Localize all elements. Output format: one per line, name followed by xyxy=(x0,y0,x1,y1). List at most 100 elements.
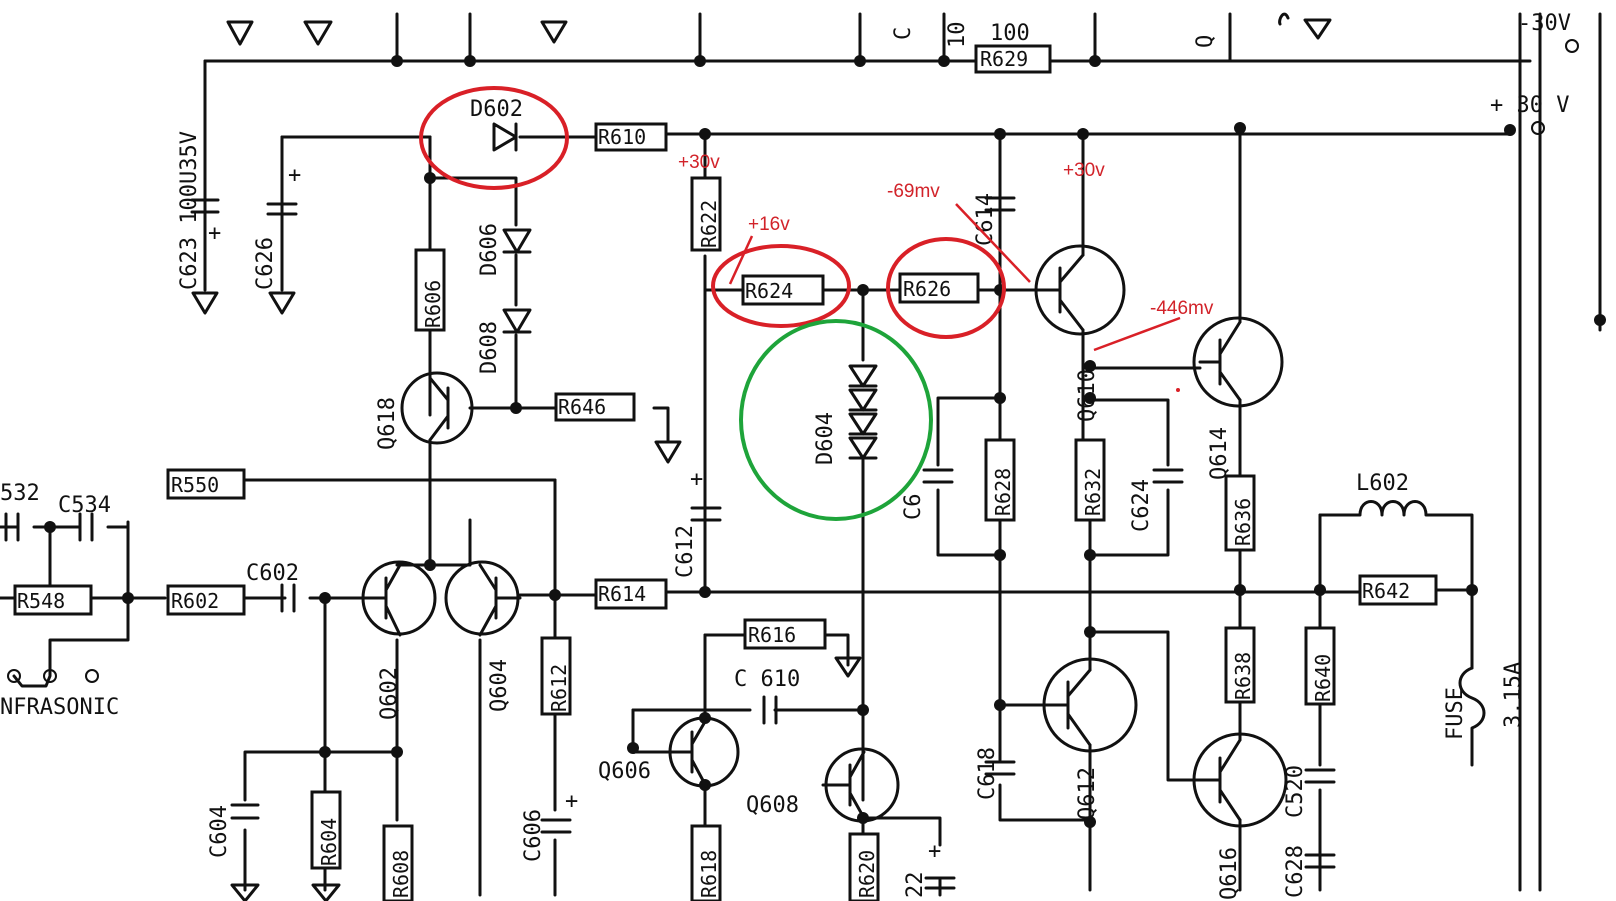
resistor-r629: R629 xyxy=(974,44,1052,74)
c624-label: C624 xyxy=(1129,479,1154,532)
transistor-q616: Q616 xyxy=(1192,732,1288,900)
diode-d606: D606 xyxy=(477,223,532,276)
r636-label: R636 xyxy=(1231,498,1255,546)
r606-label: R606 xyxy=(421,280,445,328)
voltage-annotations: +30v +16v -69mv +30v -446mv xyxy=(678,152,1214,392)
r626-label: R626 xyxy=(903,277,951,301)
resistor-r604: R604 xyxy=(310,790,342,870)
resistor-r548: R548 xyxy=(13,584,93,616)
c604-label: C604 xyxy=(207,805,232,858)
fuse-rating-label: 3.15A xyxy=(1501,662,1526,728)
infrasonic-label: NFRASONIC xyxy=(0,695,119,720)
q604-label: Q604 xyxy=(487,659,512,712)
resistor-r602: R602 xyxy=(166,584,246,616)
d606-label: D606 xyxy=(477,223,502,276)
resistor-r618: R618 xyxy=(690,824,722,901)
diode-d608: D608 xyxy=(477,308,532,374)
transistor-q604: Q604 xyxy=(444,560,522,712)
highlight-d602-circle xyxy=(419,86,569,190)
r628-label: R628 xyxy=(991,468,1015,516)
resistor-r642: R642 xyxy=(1358,574,1438,606)
top-c-label: C xyxy=(891,27,916,40)
transistor-q612: Q612 xyxy=(998,657,1138,820)
capacitor-c626: + C626 xyxy=(253,163,301,290)
resistor-r610: R610 xyxy=(594,122,668,152)
q616-label: Q616 xyxy=(1217,847,1242,900)
fuse: FUSE 3.15A xyxy=(1443,662,1526,740)
r618-label: R618 xyxy=(697,850,721,898)
r548-label: R548 xyxy=(17,589,65,613)
resistor-r628: R628 xyxy=(984,438,1016,522)
rail-pos-label: + 30 V xyxy=(1490,93,1569,118)
q608-label: Q608 xyxy=(746,793,799,818)
r624-label: R624 xyxy=(745,279,793,303)
annotation-plus30v-right: +30v xyxy=(1063,160,1105,181)
d602-label: D602 xyxy=(470,97,523,122)
transistor-q606: Q606 xyxy=(598,716,740,788)
r629-label: R629 xyxy=(980,47,1028,71)
q606-label: Q606 xyxy=(598,759,651,784)
r632-label: R632 xyxy=(1081,468,1105,516)
capacitor-c614: C614 xyxy=(973,193,1016,246)
resistor-r612: R612 xyxy=(540,636,572,716)
transistor-q608: Q608 xyxy=(746,747,900,823)
transistor-q610: Q610 xyxy=(1034,244,1126,422)
resistor-r638: R638 xyxy=(1224,626,1256,704)
top-100-label: 100 xyxy=(990,21,1030,46)
r616-label: R616 xyxy=(748,623,796,647)
c606-label: C606 xyxy=(521,809,546,862)
r604-label: R604 xyxy=(317,818,341,866)
top-10-label: 10 xyxy=(945,22,970,49)
capacitor-c606: + C606 xyxy=(521,789,578,862)
l602-label: L602 xyxy=(1356,471,1409,496)
highlight-r624-circle xyxy=(711,244,851,328)
fuse-label: FUSE xyxy=(1443,687,1468,740)
r622-label: R622 xyxy=(697,200,721,248)
r642-label: R642 xyxy=(1362,579,1410,603)
annotation-minus446mv: -446mv xyxy=(1150,298,1214,319)
r614-label: R614 xyxy=(598,582,646,606)
svg-text:+: + xyxy=(928,839,941,864)
resistor-r606: R606 xyxy=(414,248,446,332)
c623-label: C623 100U35V xyxy=(177,131,202,290)
resistor-r640: R640 xyxy=(1304,626,1336,706)
resistor-r620: R620 xyxy=(848,832,880,901)
r646-label: R646 xyxy=(558,395,606,419)
resistor-r646: R646 xyxy=(554,392,636,422)
capacitor-c622: + 22 xyxy=(903,839,956,899)
c616-label: C6 xyxy=(901,494,926,521)
r610-label: R610 xyxy=(598,125,646,149)
d604-label: D604 xyxy=(813,412,838,465)
capacitor-c623: C623 100U35V + xyxy=(177,131,221,290)
transistor-q618: Q618 xyxy=(375,371,474,450)
capacitor-c628: C628 xyxy=(1283,845,1336,898)
r638-label: R638 xyxy=(1231,652,1255,700)
junctions xyxy=(44,55,1606,828)
capacitor-c604: C604 xyxy=(207,803,260,858)
svg-text:+: + xyxy=(288,163,301,188)
top-q-label: Q xyxy=(1193,35,1218,48)
resistor-r622: R622 xyxy=(690,176,722,252)
capacitor-c618: C618 xyxy=(975,747,1016,800)
c626-label: C626 xyxy=(253,237,278,290)
highlight-r626-circle xyxy=(886,237,1006,339)
r550-label: R550 xyxy=(171,473,219,497)
c618-label: C618 xyxy=(975,747,1000,800)
svg-text:+: + xyxy=(690,467,703,492)
annotation-plus30v-left: +30v xyxy=(678,152,720,173)
ground-symbols xyxy=(191,12,1332,901)
rail-terminals: -30V + 30 V xyxy=(1490,11,1579,135)
q602-label: Q602 xyxy=(377,667,402,720)
transistor-q602: Q602 xyxy=(361,560,437,720)
c532-label: 532 xyxy=(0,481,40,506)
highlight-d604-circle xyxy=(739,319,933,521)
c622-label: 22 xyxy=(903,872,928,899)
annotation-minus69mv: -69mv xyxy=(887,181,940,202)
resistor-r614: R614 xyxy=(594,578,668,610)
resistor-r608: R608 xyxy=(382,824,414,901)
resistor-r550: R550 xyxy=(166,468,246,500)
annotation-plus16v: +16v xyxy=(748,214,790,235)
capacitor-c532: 532 xyxy=(0,481,40,542)
r602-label: R602 xyxy=(171,589,219,613)
top-capacitor-labels: C 10 100 Q xyxy=(891,21,1218,48)
